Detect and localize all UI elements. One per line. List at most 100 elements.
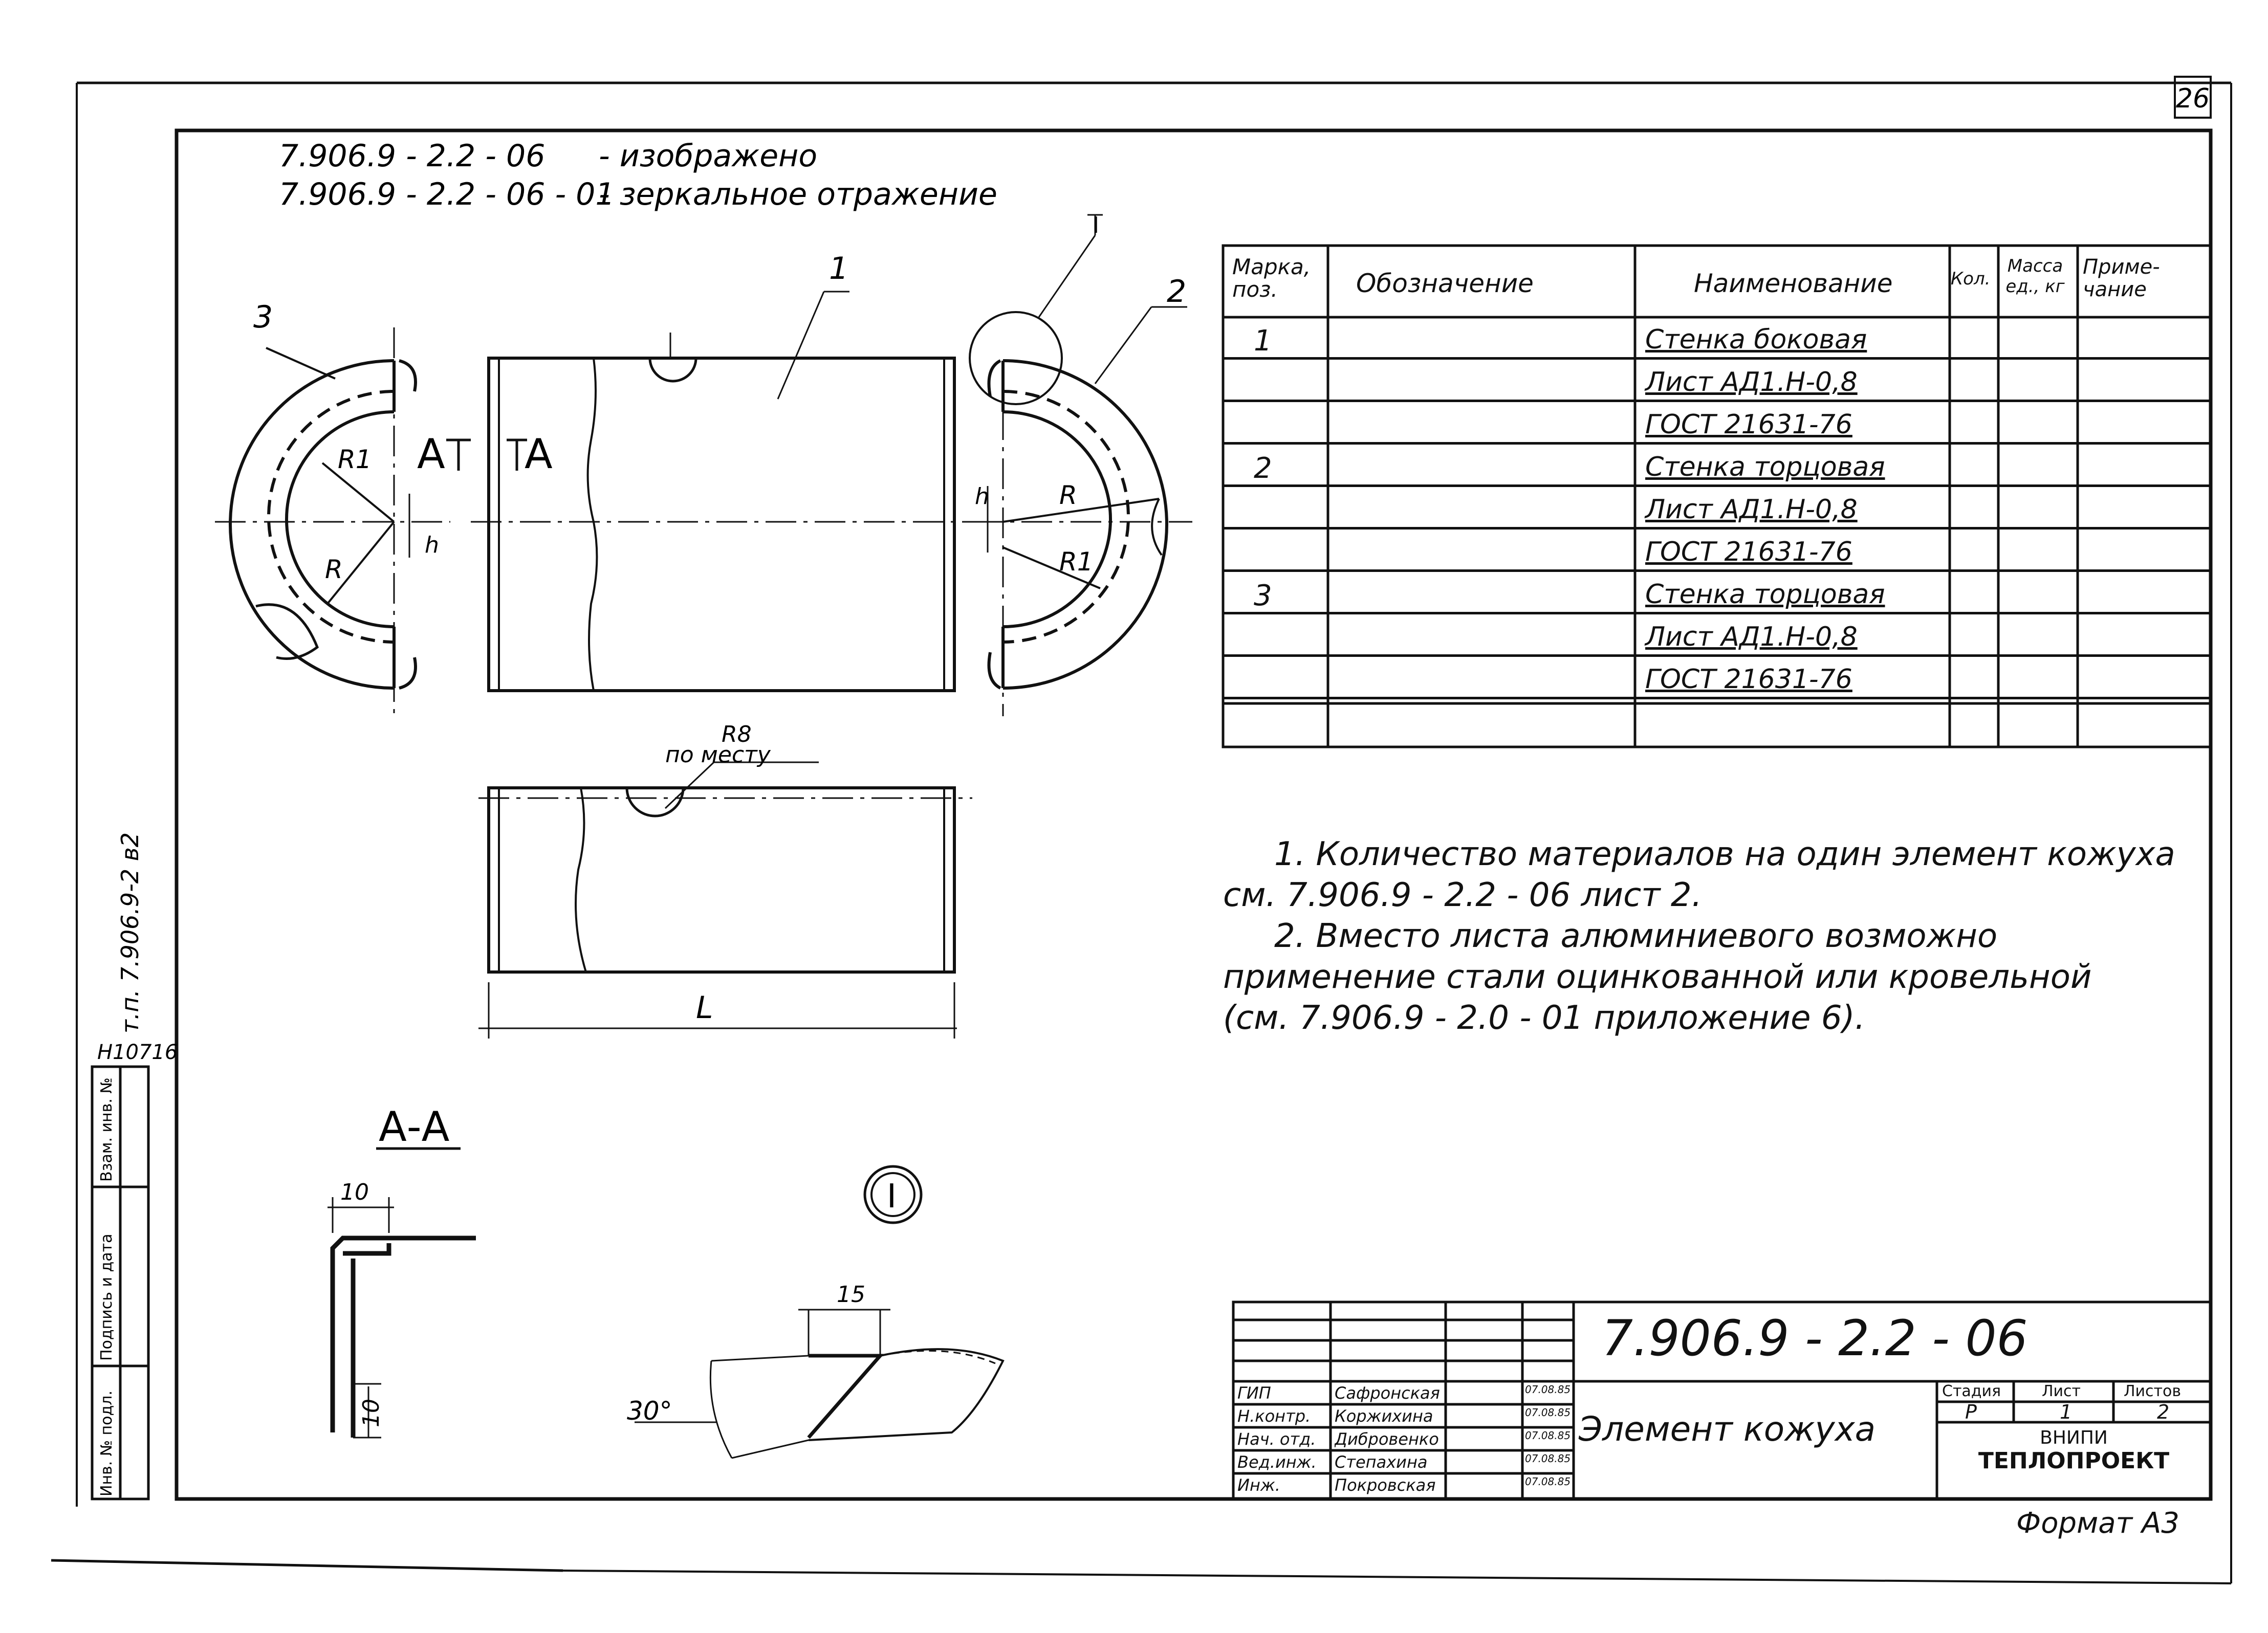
spec-row: 1 Стенка боковая <box>1223 317 2211 360</box>
spec-header-designation: Обозначение <box>1356 269 1534 298</box>
spec-header-mass: Масса ед., кг <box>2005 256 2065 297</box>
spec-cell: ГОСТ 21631-76 <box>1645 409 1852 440</box>
note-1a: 1. Количество материалов на один элемент… <box>1274 835 2175 873</box>
spec-cell: Лист АД1.Н-0,8 <box>1645 622 1858 652</box>
side-inventory: Н10716 <box>97 1041 178 1064</box>
sheets-label: Листов <box>2124 1382 2182 1400</box>
spec-cell: Стенка боковая <box>1645 324 1867 355</box>
spec-cell: ГОСТ 21631-76 <box>1645 664 1852 695</box>
side-stamp: т.п. 7.906.9-2 в2 Н10716 Инв. № подл. По… <box>91 832 178 1500</box>
spec-cell: Лист АД1.Н-0,8 <box>1645 494 1858 525</box>
side-label-inv: Инв. № подл. <box>98 1391 116 1496</box>
side-label-replace: Взам. инв. № <box>98 1077 116 1182</box>
section-aa: А-А 10 10 <box>328 1103 476 1439</box>
sheet-frame <box>51 76 2232 1584</box>
title-role-role: Вед.инж. <box>1237 1452 1317 1472</box>
spec-table-grid <box>1222 244 2212 748</box>
spec-row: Лист АД1.Н-0,8 <box>1223 614 2211 657</box>
spec-header-name: Наименование <box>1694 269 1893 298</box>
title-name: Элемент кожуха <box>1579 1409 1876 1449</box>
section-aa-title: А-А <box>379 1103 450 1151</box>
title-role-date: 07.08.85 <box>1525 1475 1571 1488</box>
format-label: Формат А3 <box>2016 1507 2179 1540</box>
spec-cell: Лист АД1.Н-0,8 <box>1645 367 1858 398</box>
spec-row <box>1223 699 2211 742</box>
title-role-name: Дибровенко <box>1335 1429 1439 1449</box>
title-role-name: Коржихина <box>1335 1406 1433 1426</box>
pos1-label: 1 <box>829 251 848 286</box>
end-wall-right-labels: I 2 R R1 h <box>975 212 1186 577</box>
r1-right-label: R1 <box>1059 547 1094 577</box>
spec-row: ГОСТ 21631-76 <box>1223 529 2211 572</box>
spec-row: Лист АД1.Н-0,8 <box>1223 487 2211 529</box>
title-role-role: Нач. отд. <box>1237 1429 1316 1449</box>
angle-30: 30° <box>627 1396 672 1426</box>
header-text-1: - изображено <box>599 138 817 174</box>
title-block-grid <box>1232 1300 2212 1500</box>
end-wall-right-view <box>969 214 1192 716</box>
sheet-value: 1 <box>2060 1401 2073 1423</box>
side-project-code: т.п. 7.906.9-2 в2 <box>116 832 144 1033</box>
end-wall-left-labels: 3 R1 R h А <box>253 299 471 584</box>
page-number: 26 <box>2176 83 2210 114</box>
spec-table: Марка, поз. Обозначение Наименование Кол… <box>1223 246 2211 703</box>
title-role-date: 07.08.85 <box>1525 1383 1571 1396</box>
section-a-left: А <box>417 430 445 478</box>
dim-10-side: 10 <box>358 1399 384 1427</box>
dim-10-top: 10 <box>340 1179 369 1205</box>
spec-cell: ГОСТ 21631-76 <box>1645 537 1852 567</box>
title-designation: 7.906.9 - 2.2 - 06 <box>1602 1310 2028 1367</box>
dim-15: 15 <box>837 1282 865 1308</box>
note-2b: применение стали оцинкованной или кровел… <box>1223 958 2092 996</box>
note-2a: 2. Вместо листа алюминиевого возможно <box>1274 917 1998 955</box>
title-role-name: Покровская <box>1335 1475 1436 1495</box>
detail-I-mark: I <box>887 1178 897 1216</box>
title-role-date: 07.08.85 <box>1525 1406 1571 1419</box>
spec-cell: 1 <box>1254 324 1272 358</box>
spec-header-qty: Кол. <box>1951 269 1991 289</box>
spec-cell: 3 <box>1254 579 1272 612</box>
org-line-1: ВНИПИ <box>2040 1427 2108 1448</box>
stage-label: Стадия <box>1942 1382 2001 1400</box>
title-role-date: 07.08.85 <box>1525 1452 1571 1465</box>
header-code-1: 7.906.9 - 2.2 - 06 <box>279 138 545 174</box>
header-text-2: - зеркальное отражение <box>599 176 997 212</box>
title-role-date: 07.08.85 <box>1525 1429 1571 1442</box>
title-role-role: ГИП <box>1237 1383 1271 1403</box>
spec-cell: Стенка торцовая <box>1645 452 1885 482</box>
r8-label: R8 <box>722 721 752 747</box>
pos2-label: 2 <box>1167 274 1186 310</box>
sheets-value: 2 <box>2157 1401 2170 1423</box>
title-role-name: Степахина <box>1335 1452 1428 1472</box>
h-right-label: h <box>975 483 989 510</box>
spec-header-mark: Марка, поз. <box>1232 254 1311 302</box>
spec-header-note: Приме-чание <box>2083 255 2160 301</box>
h-left-label: h <box>425 532 439 558</box>
po-mestu-label: по месту <box>665 742 771 768</box>
section-a-right: А <box>525 430 553 478</box>
org-line-2: ТЕПЛОПРОЕКТ <box>1978 1448 2170 1474</box>
title-role-role: Н.контр. <box>1237 1406 1311 1426</box>
title-role-name: Сафронская <box>1335 1383 1440 1403</box>
length-label: L <box>696 990 713 1026</box>
r-right-label: R <box>1059 480 1077 510</box>
spec-cell: 2 <box>1254 452 1272 485</box>
end-wall-left-view <box>215 327 450 716</box>
header: 7.906.9 - 2.2 - 06 - изображено 7.906.9 … <box>279 138 997 212</box>
r1-left-label: R1 <box>338 445 372 474</box>
notes: 1. Количество материалов на один элемент… <box>1223 834 2195 1039</box>
spec-row: ГОСТ 21631-76 <box>1223 402 2211 445</box>
note-2c: (см. 7.906.9 - 2.0 - 01 приложение 6). <box>1223 999 1865 1037</box>
pos3-label: 3 <box>253 299 273 335</box>
side-wall-plan <box>478 761 972 1039</box>
spec-row: Лист АД1.Н-0,8 <box>1223 360 2211 402</box>
spec-row: ГОСТ 21631-76 <box>1223 657 2211 699</box>
header-code-2: 7.906.9 - 2.2 - 06 - 01 <box>279 176 615 212</box>
side-label-sign: Подпись и дата <box>98 1234 116 1361</box>
callout-I-label: I <box>1093 212 1099 238</box>
side-wall-view <box>471 291 972 692</box>
detail-I: I 15 30° <box>627 1165 1005 1459</box>
stage-value: Р <box>1965 1401 1977 1423</box>
